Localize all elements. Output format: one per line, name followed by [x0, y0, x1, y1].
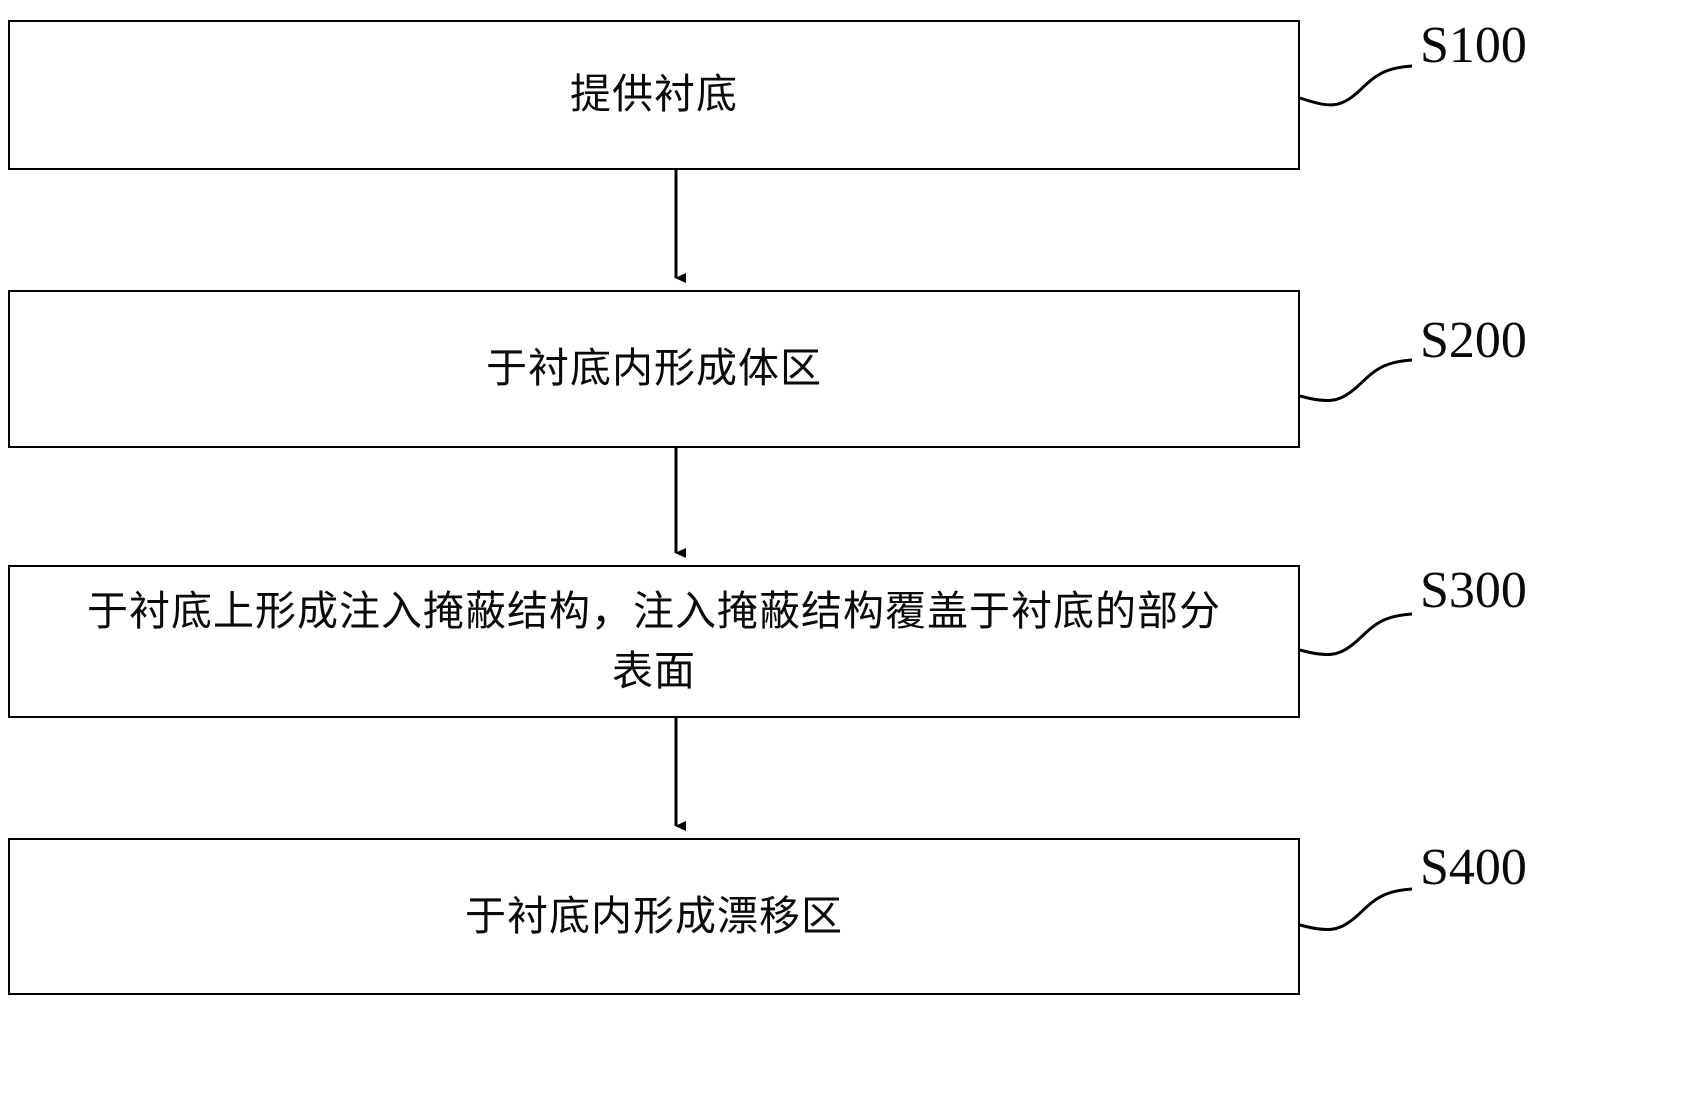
leader-line-s100 — [1299, 64, 1413, 107]
step-text-s100: 提供衬底 — [570, 71, 738, 118]
flowchart-step-s100: 提供衬底 — [8, 20, 1300, 170]
step-label-s100: S100 — [1420, 17, 1527, 74]
step-label-s400: S400 — [1420, 839, 1527, 896]
step-label-s300: S300 — [1420, 562, 1527, 619]
flowchart-step-s400: 于衬底内形成漂移区 — [8, 838, 1300, 995]
step-text-s200: 于衬底内形成体区 — [486, 345, 822, 392]
flowchart-step-s300: 于衬底上形成注入掩蔽结构，注入掩蔽结构覆盖于衬底的部分 表面 — [8, 565, 1300, 718]
leader-line-s300 — [1299, 612, 1413, 657]
step-label-s200: S200 — [1420, 312, 1527, 369]
flowchart-step-s200: 于衬底内形成体区 — [8, 290, 1300, 448]
step-text-s300: 于衬底上形成注入掩蔽结构，注入掩蔽结构覆盖于衬底的部分 表面 — [87, 588, 1221, 694]
step-text-s400: 于衬底内形成漂移区 — [465, 892, 843, 939]
leader-line-s400 — [1299, 887, 1413, 932]
leader-line-s200 — [1299, 358, 1413, 403]
